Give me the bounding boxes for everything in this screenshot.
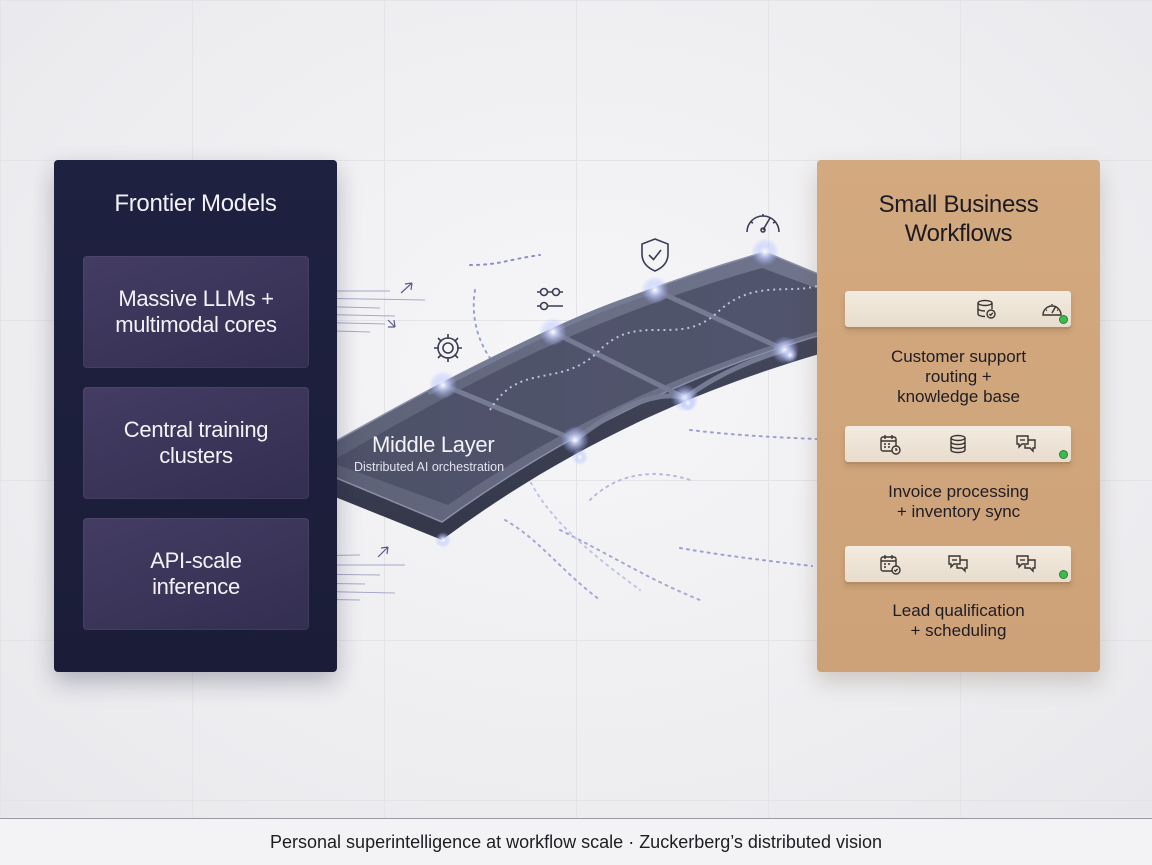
card-line: Central training (123, 417, 269, 442)
workflow-rack-invoice (845, 426, 1071, 462)
workflow-line: routing + (925, 367, 992, 386)
chat-icon (948, 555, 968, 573)
calendar-icon (880, 435, 901, 455)
workflow-line: Customer support (890, 347, 1027, 366)
workflow-label-invoice: Invoice processing + inventory sync (817, 482, 1100, 522)
chat-icon (1016, 435, 1036, 453)
frontier-models-panel: Frontier Models Massive LLMs +multimodal… (54, 160, 337, 672)
footer-caption: Personal superintelligence at workflow s… (0, 818, 1152, 865)
card-line: multimodal cores (115, 312, 277, 337)
caption-text: Personal superintelligence at workflow s… (270, 831, 882, 852)
status-led (1060, 571, 1067, 578)
title-line: Small Business (878, 191, 1039, 218)
small-business-panel: Small Business Workflows Customer suppor… (817, 160, 1100, 672)
workflow-rack-leads (845, 546, 1071, 582)
title-line: Workflows (904, 220, 1013, 247)
workflow-line: + scheduling (910, 621, 1007, 640)
workflow-label-leads: Lead qualification + scheduling (817, 601, 1100, 641)
gauge-icon (1042, 304, 1062, 316)
status-led (1060, 316, 1067, 323)
workflow-line: + inventory sync (896, 502, 1021, 521)
sliders-icon (537, 287, 563, 311)
card-massive-llms: Massive LLMs +multimodal cores (83, 256, 309, 368)
card-line: Massive LLMs + (118, 286, 274, 311)
small-business-title: Small Business Workflows (817, 190, 1100, 248)
calendar-icon (880, 555, 901, 575)
chat-icon (1016, 555, 1036, 573)
middle-layer-slab (296, 238, 913, 548)
gauge-icon (746, 214, 780, 233)
middle-layer-title: Middle Layer (372, 432, 495, 457)
workflow-line: Invoice processing (888, 482, 1029, 501)
card-line: inference (152, 574, 240, 599)
database-icon (950, 434, 966, 454)
gear-icon (434, 334, 462, 362)
card-line: API-scale (150, 548, 242, 573)
workflow-line: Lead qualification (892, 601, 1025, 620)
frontier-models-title: Frontier Models (114, 190, 277, 217)
database-icon (977, 299, 996, 319)
status-led (1060, 451, 1067, 458)
workflow-line: knowledge base (897, 387, 1020, 406)
shield-check-icon (641, 238, 669, 272)
middle-layer-subtitle: Distributed AI orchestration (354, 460, 505, 474)
workflow-label-support: Customer support routing + knowledge bas… (817, 347, 1100, 407)
card-line: clusters (159, 443, 233, 468)
workflow-rack-support (845, 291, 1071, 327)
